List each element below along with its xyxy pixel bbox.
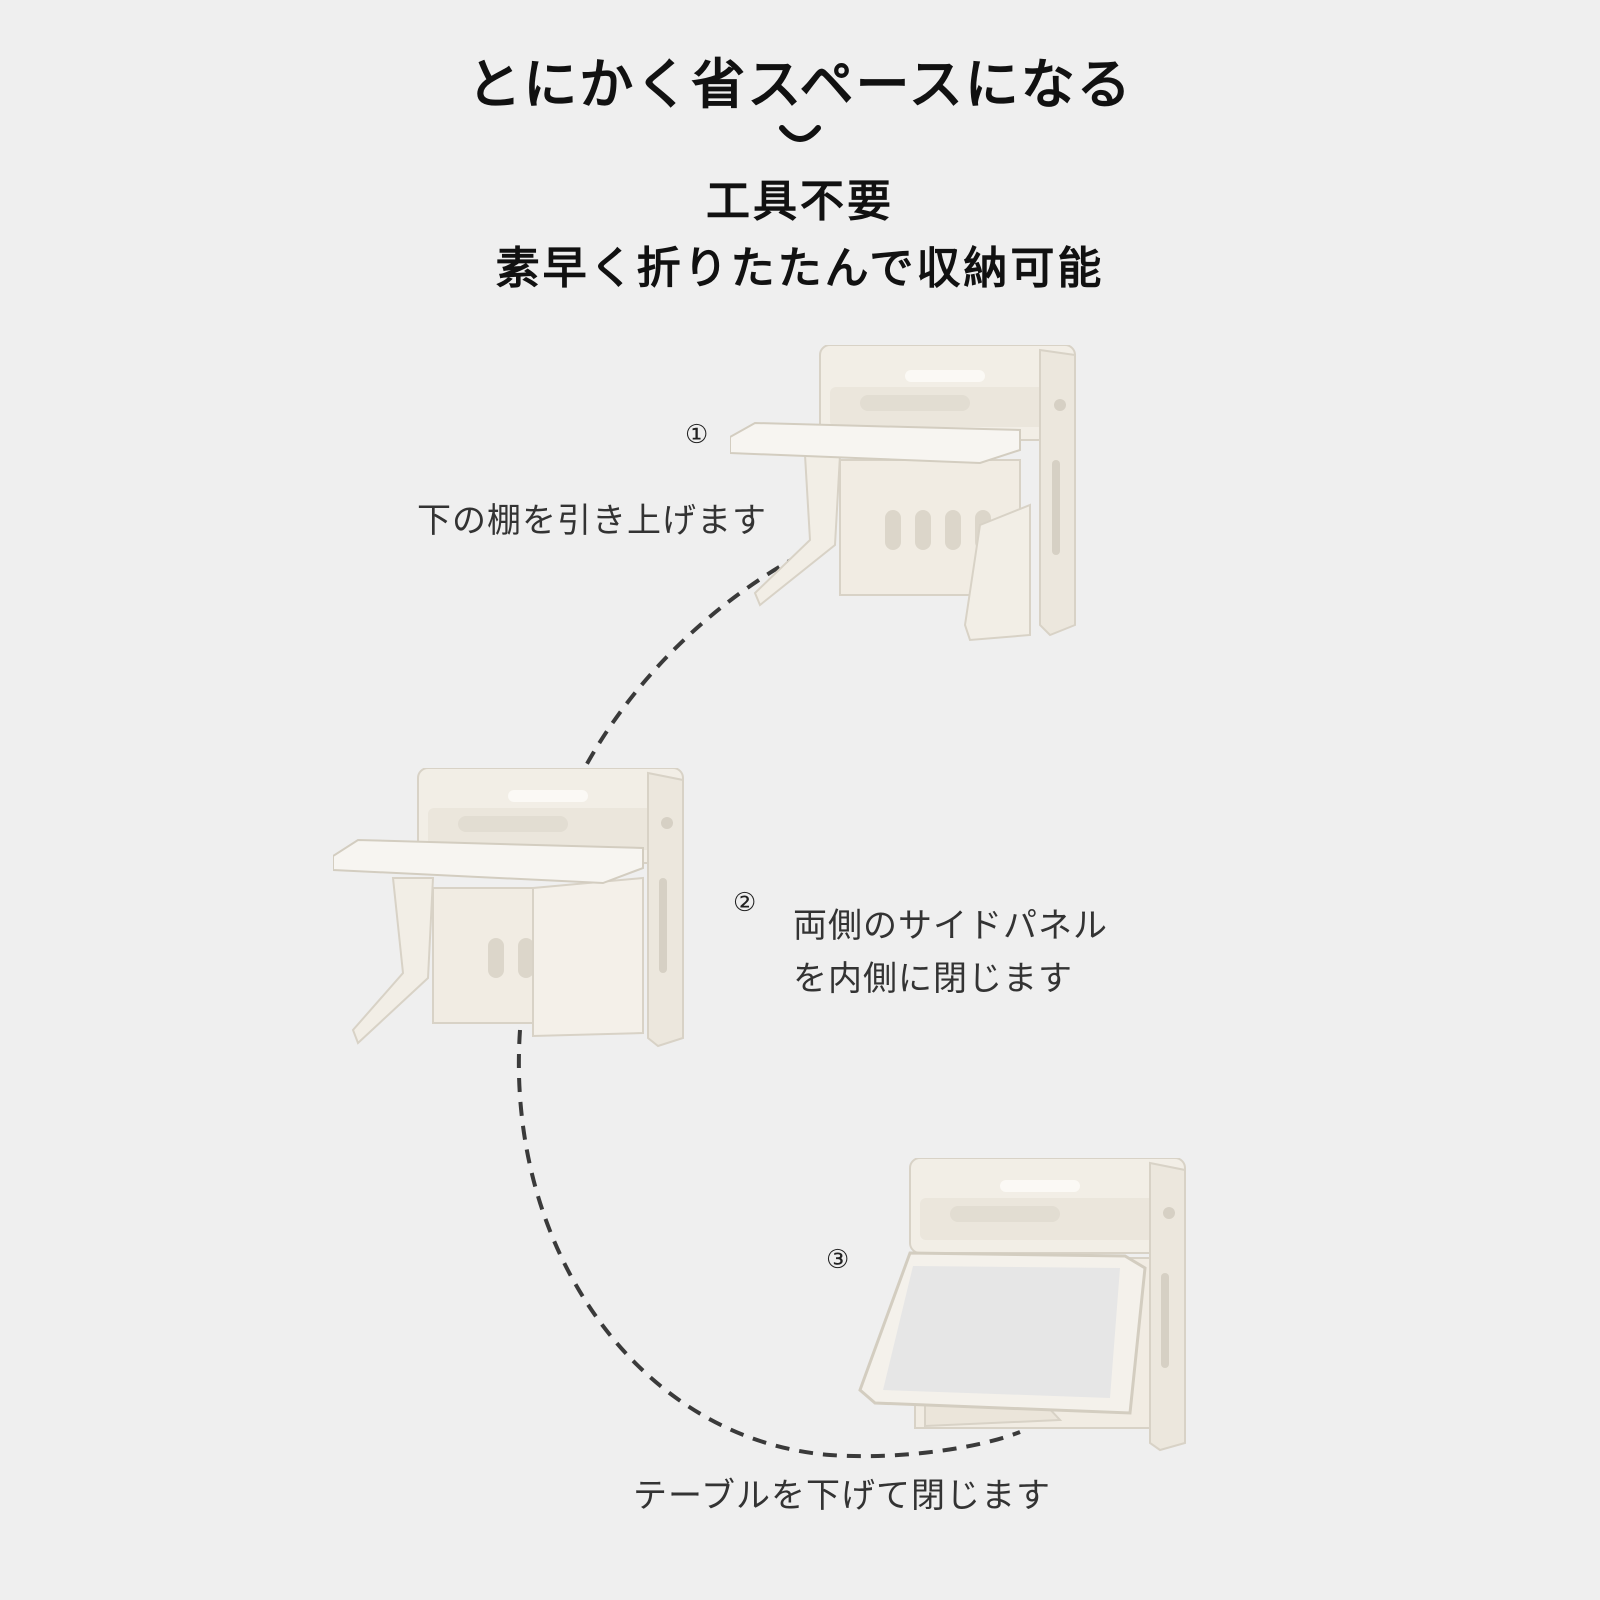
desk-step2-illustration xyxy=(333,768,684,1048)
step-1-caption: 下の棚を引き上げます xyxy=(417,501,767,541)
desk-step3-illustration xyxy=(858,1158,1186,1452)
step-3-number: ③ xyxy=(826,1245,850,1275)
step-1-number: ① xyxy=(685,420,709,450)
subheadline-quick-fold: 素早く折りたたんで収納可能 xyxy=(495,243,1105,294)
smile-icon xyxy=(779,125,821,142)
step-2-caption-line1: 両側のサイドパネル xyxy=(793,906,1108,946)
subheadline-no-tools: 工具不要 xyxy=(706,176,894,227)
desk-step1-illustration xyxy=(730,345,1076,642)
step-2-number: ② xyxy=(733,888,757,918)
headline: とにかく省スペースになる xyxy=(467,53,1133,116)
step-3-caption: テーブルを下げて閉じます xyxy=(633,1476,1051,1516)
step-2-caption-line2: を内側に閉じます xyxy=(793,959,1073,999)
